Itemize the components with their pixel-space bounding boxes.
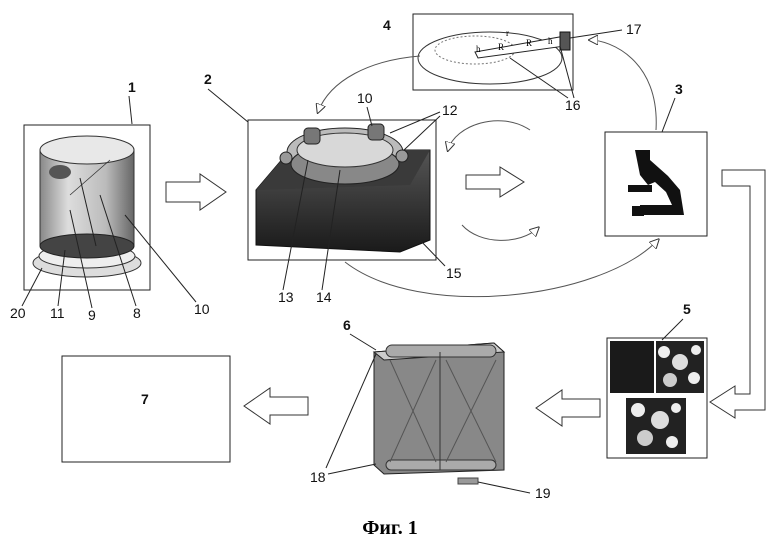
block-7-number: 7 <box>141 391 149 407</box>
block-5-images <box>607 338 707 458</box>
ref-8: 8 <box>133 305 141 321</box>
ref-20: 20 <box>10 305 26 321</box>
block-4-geometry <box>413 14 573 90</box>
ref-9: 9 <box>88 307 96 323</box>
geom-label-h-right: h <box>548 36 553 46</box>
ref-17: 17 <box>626 21 642 37</box>
ref-14: 14 <box>316 289 332 305</box>
block-2-number: 2 <box>204 71 212 87</box>
arrow-3-to-5 <box>710 170 765 418</box>
ref-19: 19 <box>535 485 551 501</box>
ref-12: 12 <box>442 102 458 118</box>
ref-10-left: 10 <box>194 301 210 317</box>
figure-caption: Фиг. 1 <box>362 517 418 539</box>
block-4-number: 4 <box>383 17 391 33</box>
arrow-6-to-7 <box>244 388 308 424</box>
block-6-container <box>374 343 504 484</box>
block-5-number: 5 <box>683 301 691 317</box>
ref-10-top: 10 <box>357 90 373 106</box>
ref-15: 15 <box>446 265 462 281</box>
arrow-5-to-6 <box>536 390 600 426</box>
arrow-2-right <box>466 167 524 197</box>
ref-11: 11 <box>50 305 65 321</box>
block-6-number: 6 <box>343 317 351 333</box>
block-1-number: 1 <box>128 79 136 95</box>
geom-label-R-right: R <box>526 38 532 48</box>
geom-label-h-left: h <box>476 44 481 54</box>
rotation-arc-upper <box>448 121 530 150</box>
block-3-microscope <box>605 132 707 236</box>
ref-18: 18 <box>310 469 326 485</box>
block-2-device <box>248 120 436 260</box>
geom-label-R-left: R <box>498 42 504 52</box>
rotation-arc-lower <box>462 225 538 240</box>
block-7-frame <box>62 356 230 462</box>
ref-16: 16 <box>565 97 581 113</box>
block-3-number: 3 <box>675 81 683 97</box>
ref-13: 13 <box>278 289 294 305</box>
block-3-frame <box>605 132 707 236</box>
geom-label-r: r <box>506 28 509 38</box>
block-1-cylinder <box>24 125 150 290</box>
arrow-1-to-2 <box>166 174 226 210</box>
arc-3-to-2-via-4 <box>590 40 656 130</box>
